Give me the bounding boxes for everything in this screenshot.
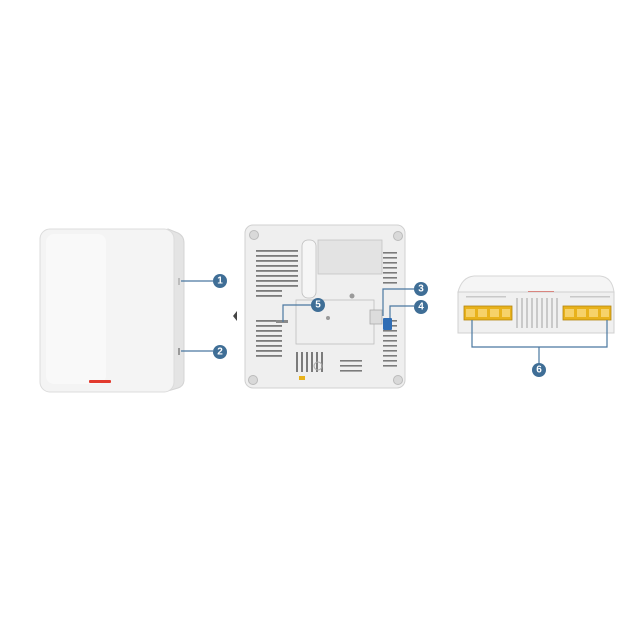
leader-line-3 [382,288,414,316]
callout-leader-lines [181,280,608,364]
power-indicator-light [89,380,111,383]
router-bottom-top-surface [457,275,615,293]
svg-text:6: 6 [536,365,542,376]
vent-grille-left [256,250,298,357]
callout-badge-1: 1 [213,274,227,288]
mount-hole-tr [393,231,403,241]
svg-text:3: 3 [418,284,424,295]
router-back-view [244,224,406,389]
wps-button-blue [383,318,392,330]
mount-hole-bl [248,375,258,385]
label-cable-channel [301,239,317,299]
back-screw-lower [313,361,323,371]
back-slot-small [276,320,288,323]
svg-text:2: 2 [217,347,223,358]
svg-text:1: 1 [217,276,223,287]
mount-hole-br [393,375,403,385]
side-port-socket [369,309,383,325]
back-screw-center [349,293,355,299]
callout-badge-6: 6 [532,363,546,377]
router-bottom-view [457,275,615,334]
callout-badge-5: 5 [311,298,325,312]
leader-line-4 [389,305,414,318]
side-slot-upper [178,278,180,285]
callout-badge-3: 3 [414,282,428,296]
back-screw-center-2 [326,316,330,320]
lan-port-group-right [562,305,612,321]
router-front-view [39,228,185,393]
router-front-highlight [46,234,106,384]
side-slot-lower [178,348,180,355]
back-slot-small-2 [299,376,305,380]
callout-badge-2: 2 [213,345,227,359]
bottom-vent-pattern [466,296,610,328]
lan-port-group-left [463,305,513,321]
mount-hole-tl [249,230,259,240]
leader-line-5 [282,304,312,322]
svg-text:5: 5 [315,300,321,311]
svg-text:4: 4 [418,302,424,313]
direction-arrow-icon [233,311,237,321]
product-label-panel [317,239,383,275]
callout-badge-4: 4 [414,300,428,314]
